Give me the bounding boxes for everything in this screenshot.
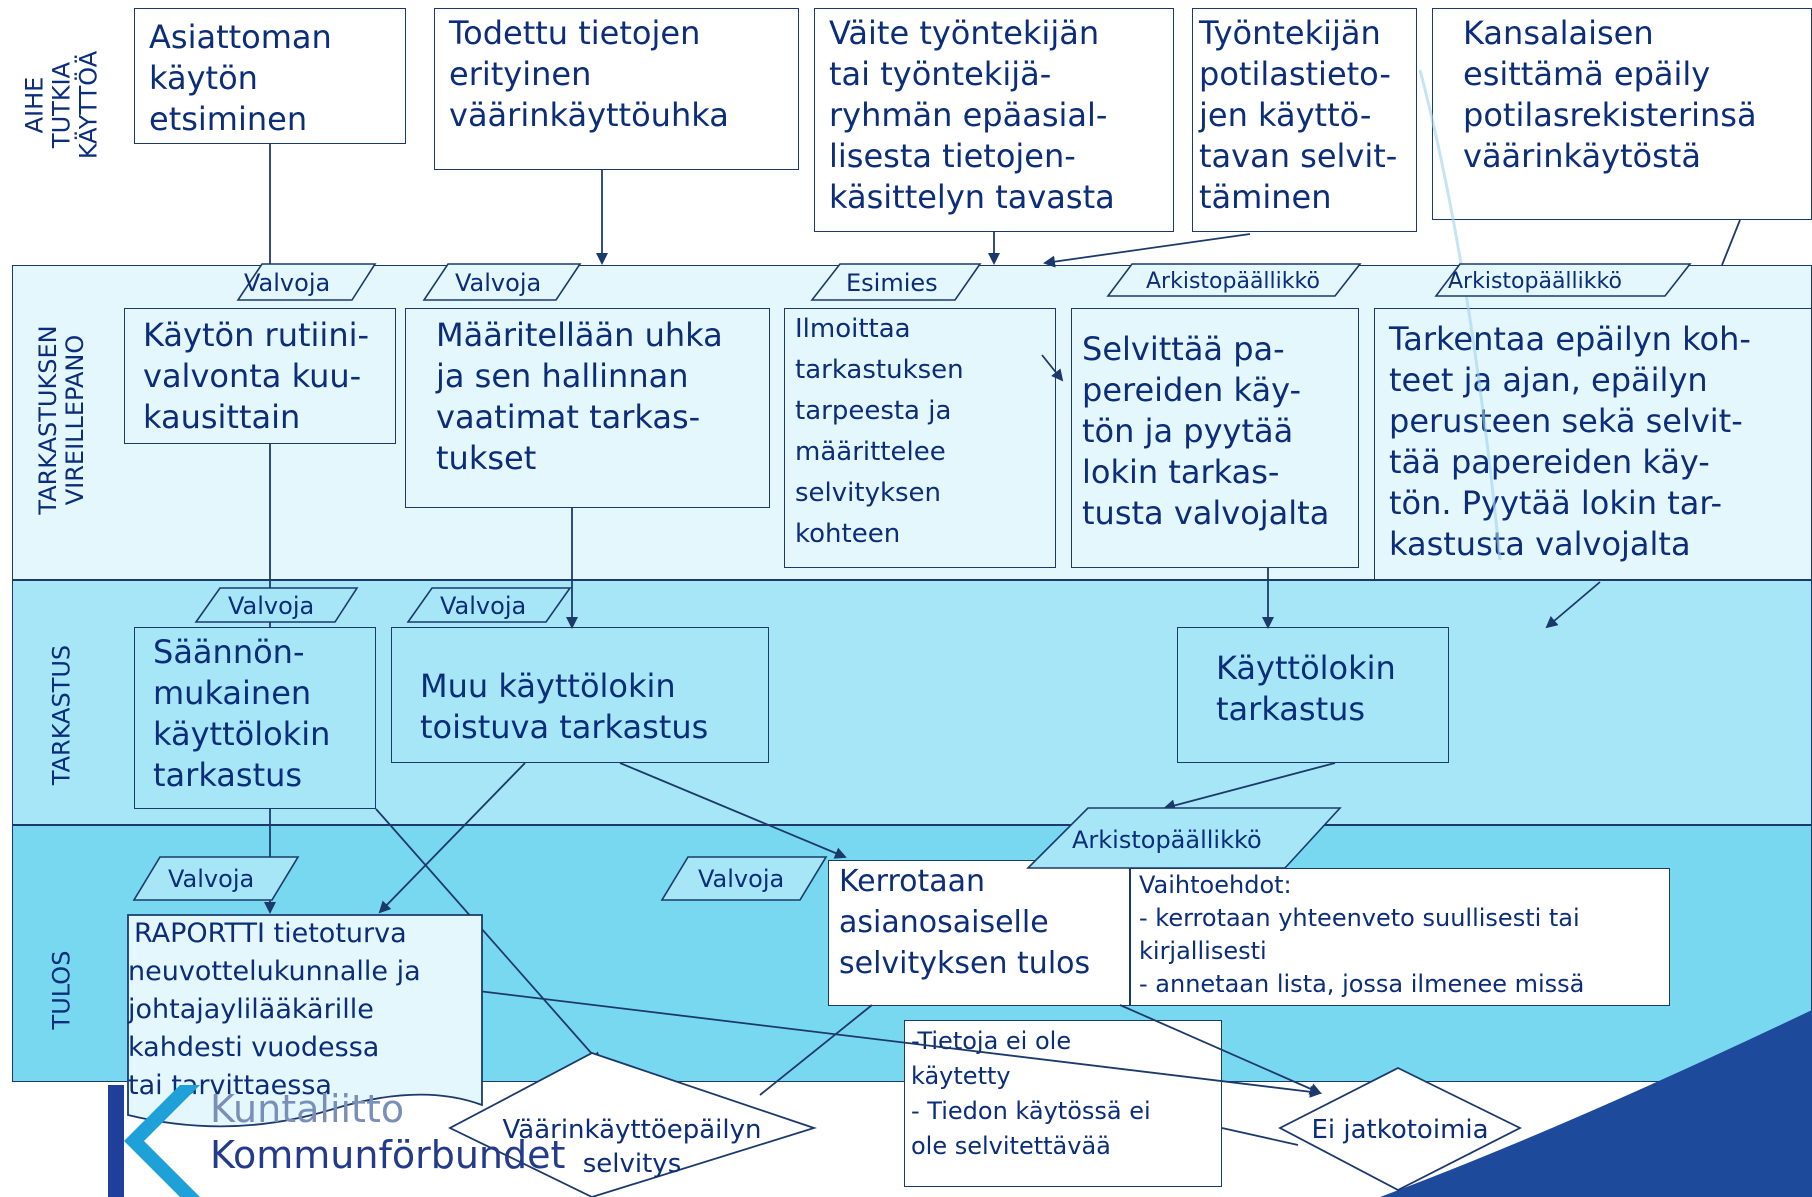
decision-label: selvitys <box>583 1149 682 1179</box>
role-label: Esimies <box>846 269 938 297</box>
role-tag <box>236 263 377 301</box>
initiation-box: Ilmoittaa tarkastuksen tarpeesta ja määr… <box>784 308 1056 568</box>
report-line: tai tarvittaessa <box>128 1070 332 1101</box>
kuntaliitto-logo: Kuntaliitto Kommunförbundet <box>100 1085 565 1197</box>
connector-arrow <box>1041 354 1064 382</box>
role-label: Arkistopäällikkö <box>1146 269 1320 294</box>
logo-text: Kommunförbundet <box>210 1133 566 1177</box>
topic-box: Kansalaisen esittämä epäily potilasrekis… <box>1432 8 1812 220</box>
initiation-box: Tarkentaa epäilyn koh- teet ja ajan, epä… <box>1374 308 1812 580</box>
logo-text: Kuntaliitto <box>210 1087 405 1131</box>
role-tag <box>422 263 582 301</box>
role-label: Arkistopäällikkö <box>1448 269 1622 294</box>
role-label: Valvoja <box>228 592 314 620</box>
result-box-tietoja: -Tietoja ei ole käytetty - Tiedon käytös… <box>904 1020 1222 1187</box>
report-line: kahdesti vuodessa <box>128 1032 379 1063</box>
connector-arrow <box>1119 1004 1322 1095</box>
role-tag <box>1106 263 1362 297</box>
role-label: Valvoja <box>168 865 254 893</box>
role-tag <box>660 856 828 901</box>
connector-line <box>1721 219 1741 266</box>
swoosh-decoration <box>1380 1010 1812 1197</box>
decision-label: Väärinkäyttöepäilyn <box>503 1115 762 1145</box>
report-line: neuvottelukunnalle ja <box>128 956 421 987</box>
connector-arrow <box>1163 762 1336 812</box>
role-tag <box>194 587 359 623</box>
connector-arrow <box>469 989 1322 1098</box>
connector-line <box>759 1004 873 1096</box>
role-label: Valvoja <box>244 269 330 297</box>
connector-line <box>1221 1127 1299 1146</box>
topic-box: Asiattoman käytön etsiminen <box>134 8 406 144</box>
topic-box: Työntekijän potilastieto- jen käyttö- ta… <box>1192 8 1417 232</box>
decision-diamond <box>1278 1066 1523 1192</box>
role-label: Valvoja <box>698 865 784 893</box>
inspection-box: Muu käyttölokin toistuva tarkastus <box>391 627 769 763</box>
result-box-vaihtoehdot: Vaihtoehdot: - kerrotaan yhteenveto suul… <box>1130 868 1670 1006</box>
connector-arrow <box>378 762 526 914</box>
role-tag <box>1434 263 1692 297</box>
inspection-box: Käyttölokin tarkastus <box>1177 627 1449 763</box>
connector-arrow <box>375 808 602 1065</box>
role-tag <box>810 263 982 301</box>
connector-arrow <box>1545 581 1601 629</box>
result-box-kerrotaan: Kerrotaan asianosaiselle selvityksen tul… <box>828 860 1130 1006</box>
report-line: RAPORTTI tietoturva <box>134 918 407 949</box>
initiation-box: Määritellään uhka ja sen hallinnan vaati… <box>405 308 770 508</box>
initiation-box: Selvittää pa- pereiden käy- tön ja pyytä… <box>1071 308 1359 568</box>
connector-arrow <box>1043 233 1251 268</box>
role-label: Valvoja <box>440 592 526 620</box>
role-tag <box>1026 807 1342 869</box>
report-line: johtajaylilääkärille <box>127 994 374 1025</box>
report-document <box>127 914 483 1128</box>
decision-diamond <box>448 1052 817 1197</box>
role-tag <box>406 587 572 623</box>
role-tag <box>132 856 300 901</box>
inspection-box: Säännön- mukainen käyttölokin tarkastus <box>134 627 376 809</box>
topic-box: Väite työntekijän tai työntekijä- ryhmän… <box>814 8 1174 232</box>
role-label: Arkistopäällikkö <box>1072 826 1262 854</box>
initiation-box: Käytön rutiini- valvonta kuu- kausittain <box>124 308 396 444</box>
decision-label: Ei jatkotoimia <box>1311 1115 1488 1145</box>
topic-box: Todettu tietojen erityinen väärinkäyttöu… <box>434 8 799 170</box>
connector-arrow <box>619 762 847 859</box>
role-label: Valvoja <box>455 269 541 297</box>
